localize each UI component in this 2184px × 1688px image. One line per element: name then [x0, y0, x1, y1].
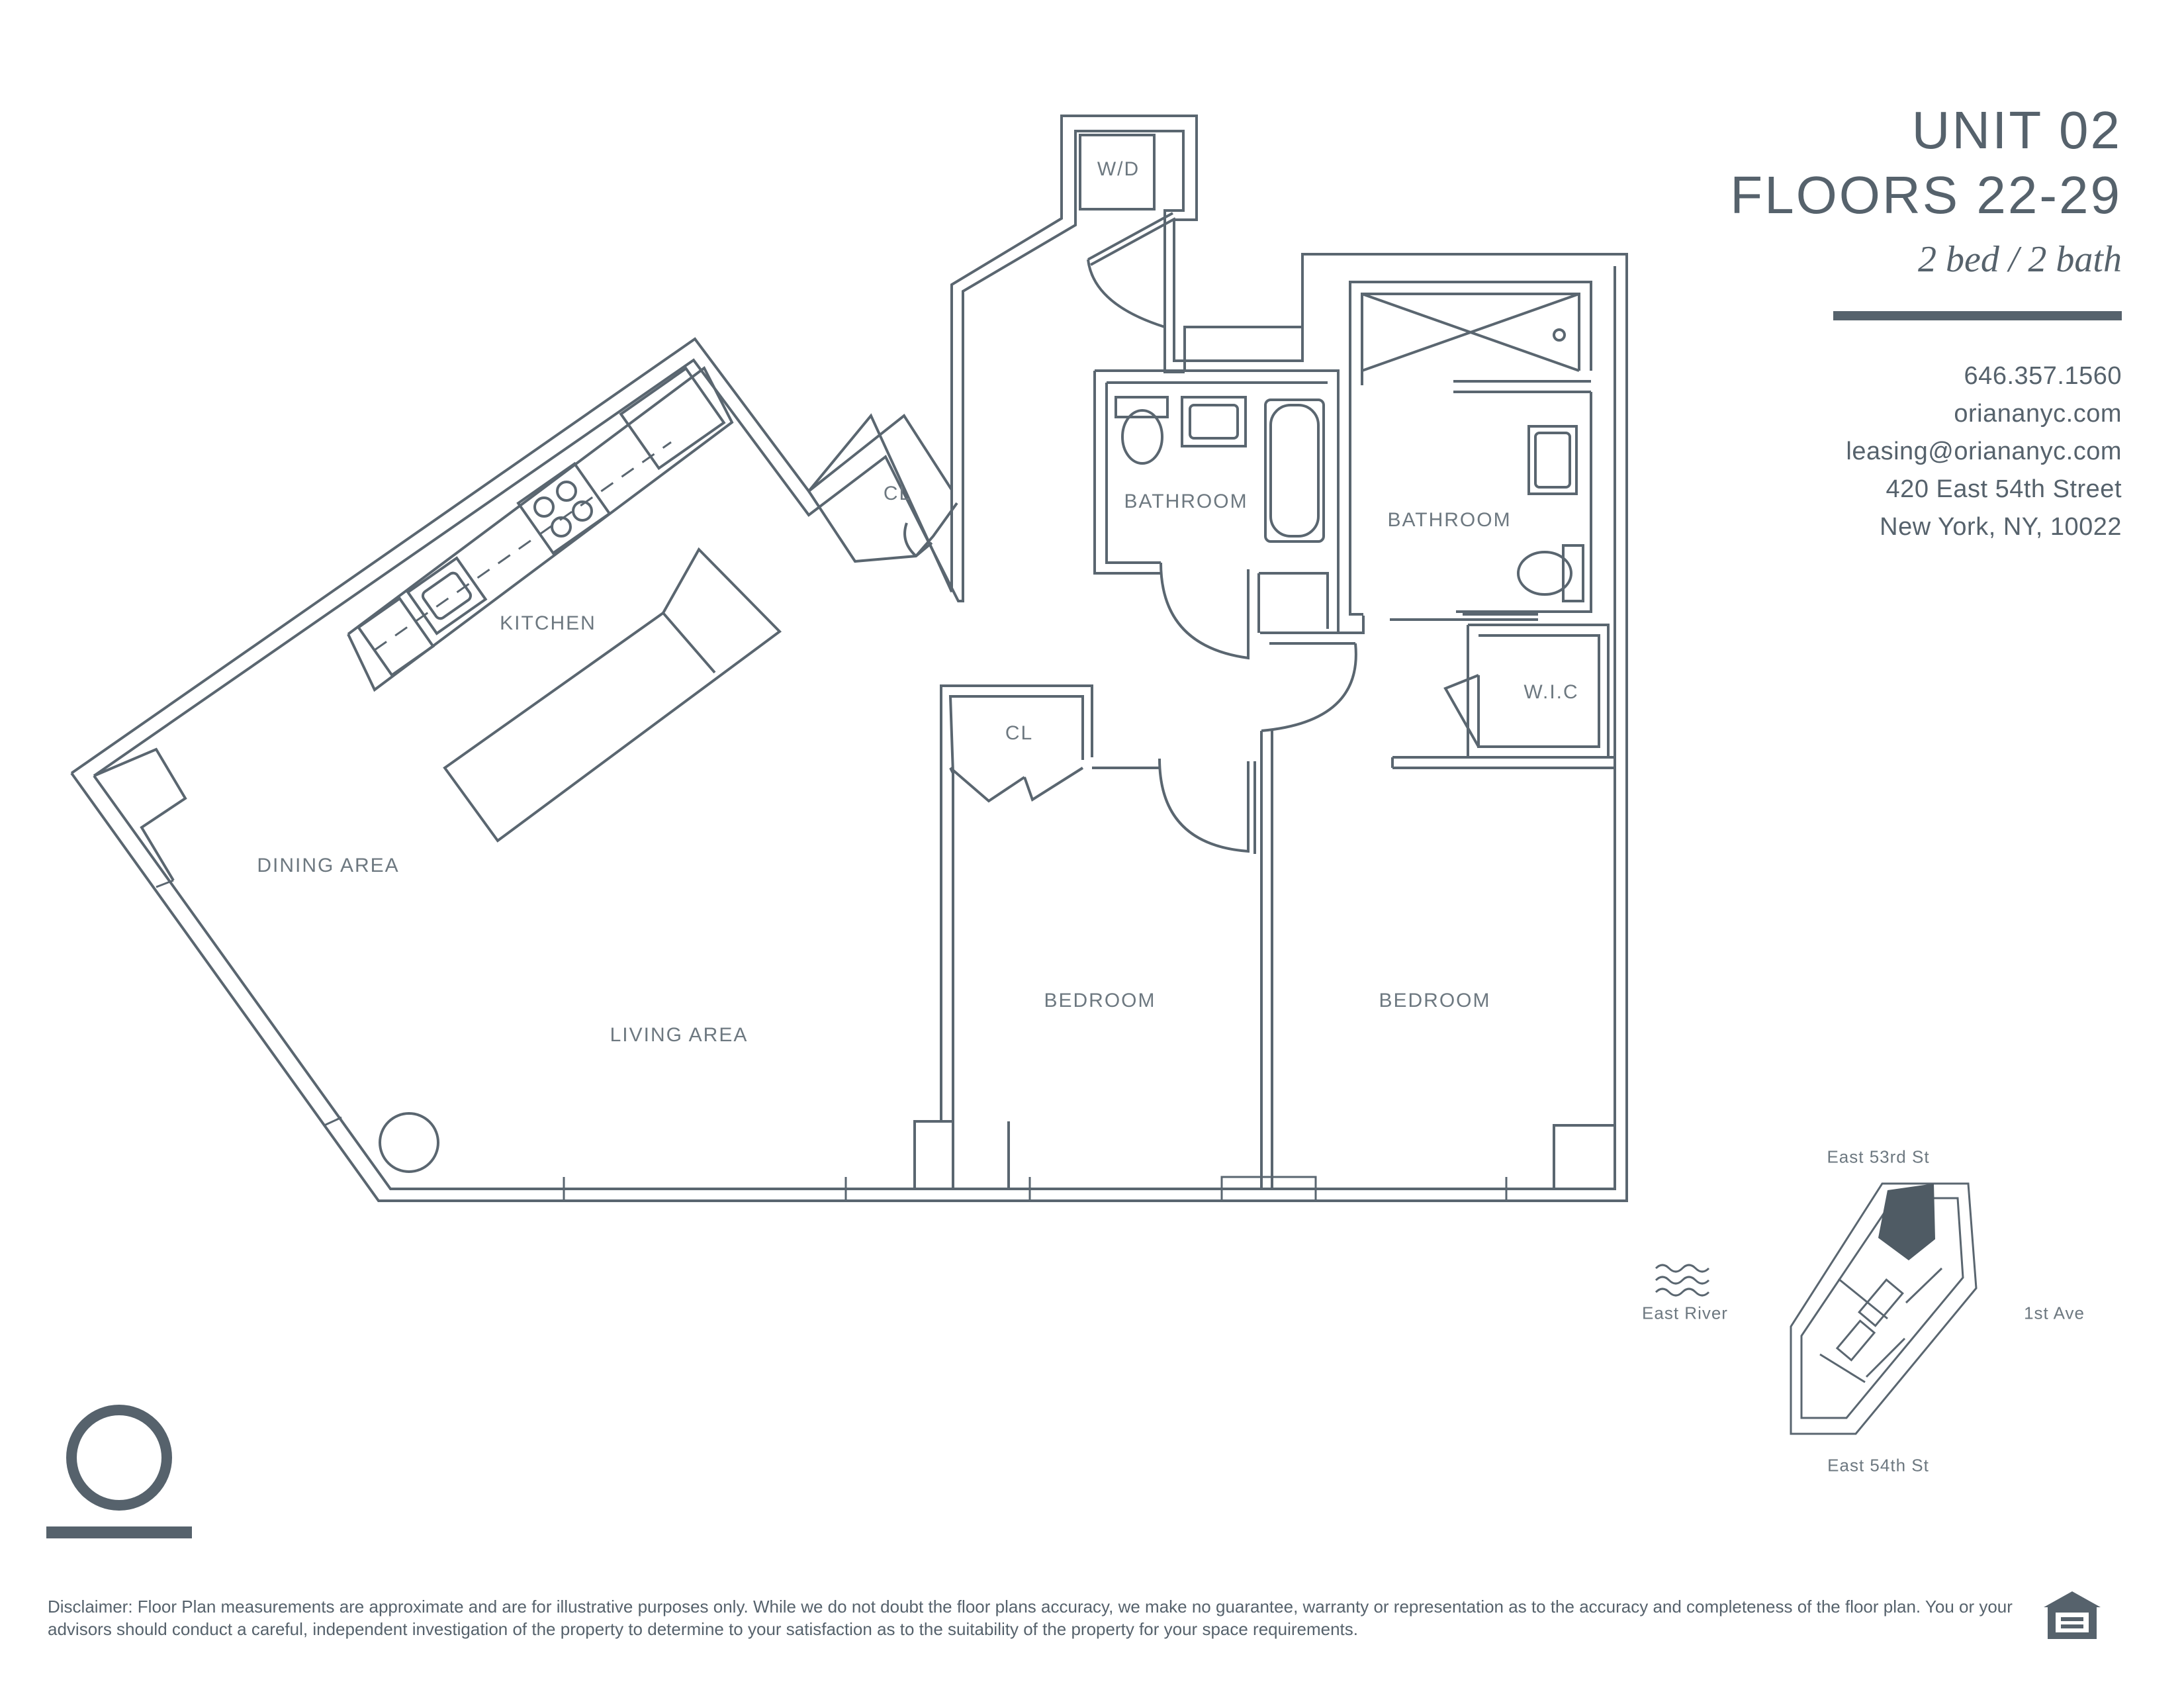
key-plan-east-street: 1st Ave	[2024, 1303, 2085, 1323]
key-plan-north-street: East 53rd St	[1827, 1147, 1930, 1167]
outer-wall	[70, 115, 1628, 1202]
equal-housing-opportunity-icon	[2044, 1591, 2101, 1639]
dining-notch	[93, 747, 187, 882]
bedroom2-bump	[1553, 1124, 1615, 1189]
contact-address-line2: New York, NY, 10022	[1880, 513, 2122, 541]
disclaimer-text: Disclaimer: Floor Plan measurements are …	[48, 1597, 2013, 1639]
walk-in-closet	[1391, 624, 1615, 769]
bathroom-2	[1349, 281, 1592, 621]
hall-passage	[1257, 573, 1365, 1189]
room-label-closet-bedroom: CL	[1005, 722, 1034, 744]
kitchen-island	[443, 547, 782, 843]
island-edge	[662, 612, 716, 674]
key-plan	[1790, 1182, 1978, 1435]
bedroom-1-walls	[913, 684, 1256, 1189]
kitchen-counter	[347, 365, 734, 692]
room-label-bathroom-2: BATHROOM	[1387, 509, 1512, 531]
room-label-bathroom-1: BATHROOM	[1124, 491, 1248, 512]
unit-layout: 2 bed / 2 bath	[1918, 239, 2122, 280]
hall-closet	[807, 414, 958, 563]
unit-floors: FLOORS 22-29	[1730, 165, 2122, 224]
column	[379, 1112, 439, 1173]
unit-title: UNIT 02 FLOORS 22-29	[1730, 98, 2122, 228]
room-label-living: LIVING AREA	[610, 1024, 749, 1046]
window-bars	[156, 879, 1508, 1202]
unit-number: UNIT 02	[1911, 101, 2122, 160]
contact-email[interactable]: leasing@oriananyc.com	[1846, 438, 2122, 465]
header-rule	[1833, 311, 2122, 320]
room-label-bedroom-1: BEDROOM	[1044, 990, 1156, 1011]
room-label-dining: DINING AREA	[257, 855, 400, 876]
room-label-kitchen: KITCHEN	[500, 612, 596, 634]
wd-closet	[1079, 134, 1176, 328]
water-waves-icon	[1655, 1264, 1710, 1297]
room-label-closet-hall: CL	[883, 483, 912, 504]
contact-website[interactable]: oriananyc.com	[1954, 400, 2122, 428]
orianna-o-logo	[46, 1405, 192, 1538]
room-label-wic: W.I.C	[1524, 681, 1579, 703]
contact-block: 646.357.1560 oriananyc.com leasing@orian…	[1846, 357, 2122, 546]
contact-phone[interactable]: 646.357.1560	[1964, 362, 2122, 390]
room-label-bedroom-2: BEDROOM	[1379, 990, 1491, 1011]
bathroom-1	[1093, 369, 1340, 660]
key-plan-south-street: East 54th St	[1827, 1455, 1929, 1476]
key-plan-west-label: East River	[1642, 1303, 1728, 1323]
key-plan-unit-highlight	[1878, 1184, 1935, 1260]
contact-address-line1: 420 East 54th Street	[1886, 475, 2122, 503]
room-label-wd: W/D	[1097, 158, 1140, 180]
